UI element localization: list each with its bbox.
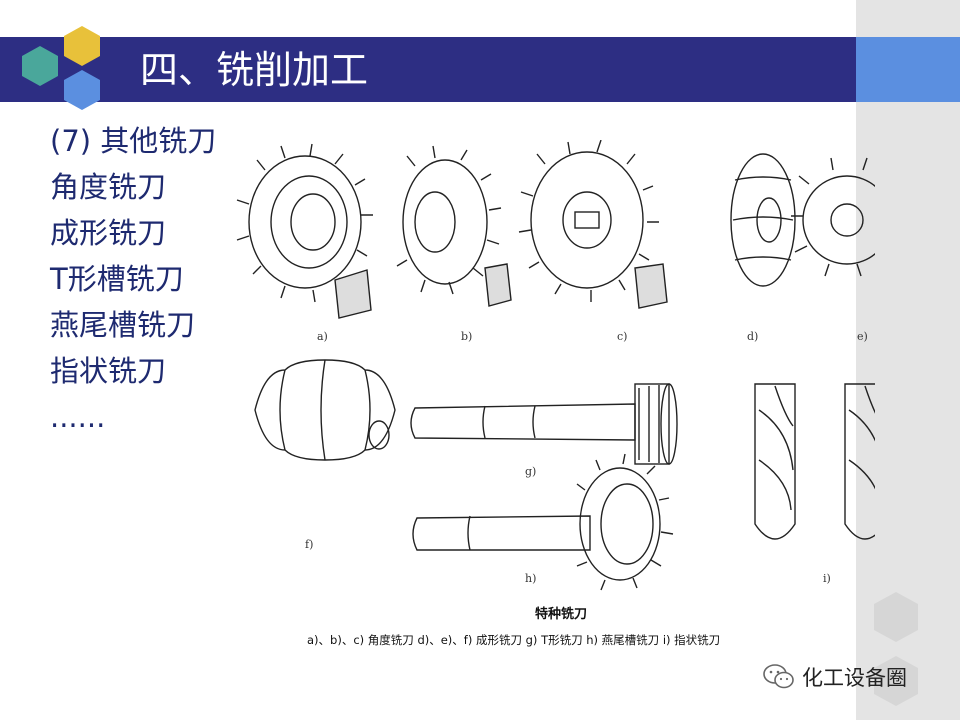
milling-cutters-figure: a) b) c) d) e) f) g) h) i) 特种铣刀 a)、b)、c)… [236, 140, 875, 647]
bullet-item-ellipsis: ...... [50, 400, 106, 434]
label-a: a) [317, 330, 328, 343]
cutter-g-drawing [410, 383, 678, 465]
label-e: e) [857, 330, 868, 343]
bullet-item-form-cutter: 成形铣刀 [50, 216, 167, 250]
cutter-b-drawing [396, 145, 512, 307]
watermark-text: 化工设备圈 [802, 666, 907, 690]
label-d: d) [747, 330, 758, 343]
bullet-item-angle-cutter: 角度铣刀 [50, 170, 167, 204]
bullet-item-finger-cutter: 指状铣刀 [50, 354, 167, 388]
bullet-list: (7) 其他铣刀 角度铣刀 成形铣刀 T形槽铣刀 燕尾槽铣刀 指状铣刀 ....… [50, 118, 216, 440]
label-f: f) [305, 538, 313, 551]
cutter-a-drawing [236, 143, 373, 319]
figure-caption: a)、b)、c) 角度铣刀 d)、e)、f) 成形铣刀 g) T形铣刀 h) 燕… [307, 633, 720, 647]
title-accent-block [856, 37, 960, 102]
label-b: b) [461, 330, 472, 343]
hexagon-teal [22, 46, 58, 86]
figure-title: 特种铣刀 [535, 606, 587, 622]
cutter-c-drawing [518, 140, 668, 309]
wechat-icon [763, 664, 794, 689]
bullet-item-t-slot-cutter: T形槽铣刀 [50, 262, 184, 296]
cutter-i-drawing [754, 383, 875, 540]
label-g: g) [525, 465, 536, 478]
cutter-d-drawing [730, 153, 796, 287]
label-i: i) [823, 572, 831, 585]
hexagon-blue [64, 70, 100, 110]
cutter-h-drawing [412, 453, 674, 591]
bullet-item-heading: (7) 其他铣刀 [50, 124, 217, 158]
cutter-f-drawing [254, 359, 396, 461]
slide-title: 四、铣削加工 [140, 48, 369, 92]
bullet-item-dovetail-cutter: 燕尾槽铣刀 [50, 308, 196, 342]
background-hexagons [874, 592, 918, 706]
title-bar [0, 37, 856, 102]
hexagon-logo [22, 26, 100, 110]
cutter-e-drawing [791, 157, 875, 277]
label-c: c) [617, 330, 627, 343]
hexagon-gold [64, 26, 100, 66]
label-h: h) [525, 572, 536, 585]
watermark: 化工设备圈 [762, 662, 907, 692]
